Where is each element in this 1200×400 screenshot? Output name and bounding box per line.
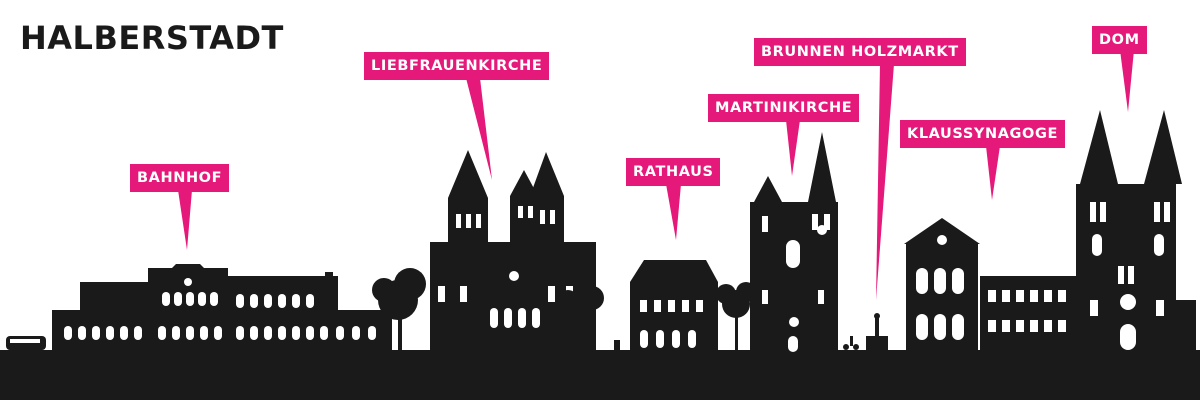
label-martinikirche: MARTINIKIRCHE [708, 94, 860, 122]
label-liebfrauenkirche: LIEBFRAUENKIRCHE [364, 52, 550, 80]
label-rathaus: RATHAUS [626, 158, 721, 186]
label-pointers [178, 50, 1134, 300]
pointer-klaussynagoge [986, 146, 1000, 200]
pointer-liebfrauenkirche [466, 78, 492, 180]
tree-icon [558, 286, 620, 350]
cyclist-icon [843, 336, 859, 350]
pointer-rathaus [666, 184, 681, 240]
pointer-bahnhof [178, 190, 192, 250]
pointer-dom [1120, 50, 1134, 112]
pointer-brunnen [876, 64, 894, 300]
pointer-martinikirche [786, 120, 800, 176]
ground [0, 350, 1200, 400]
brunnen-fountain-icon [866, 313, 888, 350]
page-title: HALBERSTADT [20, 19, 284, 57]
klaussynagoge-building-icon [904, 218, 1076, 352]
label-dom: DOM [1092, 26, 1147, 54]
bus-icon [6, 336, 46, 353]
label-klaussynagoge: KLAUSSYNAGOGE [900, 120, 1065, 148]
tree-icon [372, 268, 426, 350]
label-bahnhof: BAHNHOF [130, 164, 230, 192]
label-brunnen-holzmarkt: BRUNNEN HOLZMARKT [754, 38, 966, 66]
